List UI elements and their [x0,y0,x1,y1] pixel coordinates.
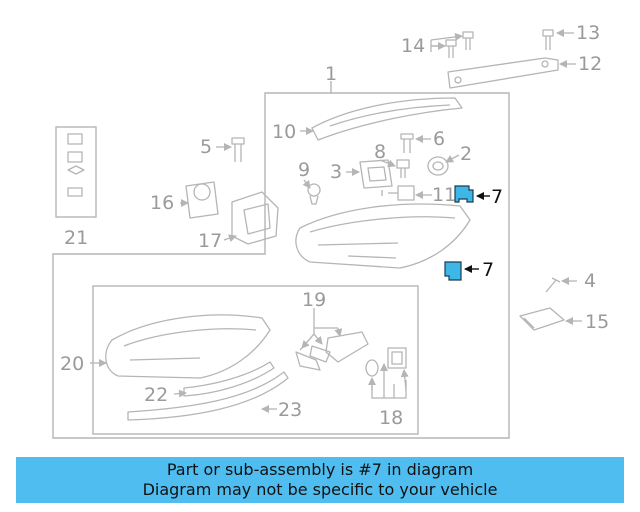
clip-19 [309,345,331,363]
trim-strip [311,97,463,141]
screw-6 [400,133,414,153]
callout-15: 15 [585,311,609,333]
sub-assembly-frame [92,285,419,435]
callout-23: 23 [278,399,302,421]
motor-3 [359,159,393,189]
bolt-13 [542,29,554,50]
callout-10: 10 [272,121,296,143]
bracket-19 [325,331,369,363]
callout-5: 5 [200,136,212,158]
bracket [447,57,559,89]
light-strip-22 [183,361,275,397]
callout-14: 14 [401,35,425,57]
callout-19: 19 [302,289,326,311]
callout-12: 12 [578,53,602,75]
callout-7-upper: 7 [491,186,503,208]
callout-18: 18 [379,407,403,429]
callout-9: 9 [298,159,310,181]
part-notice-banner: Part or sub-assembly is #7 in diagram Di… [16,457,624,503]
callout-17: 17 [198,230,222,252]
ballast-15 [519,307,565,331]
callout-4: 4 [584,270,596,292]
highlighted-part-7 [444,185,490,281]
bulb-kit-frame [55,126,97,218]
callout-21: 21 [64,227,88,249]
callout-20: 20 [60,353,84,375]
socket-11 [381,185,415,201]
headlamp-upper [295,203,471,269]
callout-11: 11 [432,184,456,206]
banner-line-2: Diagram may not be specific to your vehi… [142,480,498,499]
cover-17 [231,191,279,245]
gasket-2 [427,156,449,176]
part-7-upper [454,185,474,203]
callout-22: 22 [144,384,168,406]
callout-7-lower: 7 [482,259,494,281]
socket-18 [387,347,407,369]
part-7-lower [444,261,462,281]
callout-3: 3 [330,161,342,183]
headlamp-lower [105,314,271,379]
bulb-kit [67,133,85,197]
banner-line-1: Part or sub-assembly is #7 in diagram [166,460,474,479]
trim-23 [127,371,289,421]
assembly-frame [52,92,510,439]
bolt-14b [462,31,474,50]
screw-8 [396,159,410,178]
screw-4 [545,277,561,293]
callout-1: 1 [325,63,337,85]
bolt-5 [231,137,245,162]
callout-2: 2 [460,143,472,165]
module-16 [185,181,219,219]
callout-6: 6 [433,128,445,150]
callout-13: 13 [576,22,600,44]
seal-19 [295,351,321,371]
callout-8: 8 [374,141,386,163]
gasket-18 [365,359,379,377]
bolt-14a [445,39,457,58]
callout-16: 16 [150,192,174,214]
